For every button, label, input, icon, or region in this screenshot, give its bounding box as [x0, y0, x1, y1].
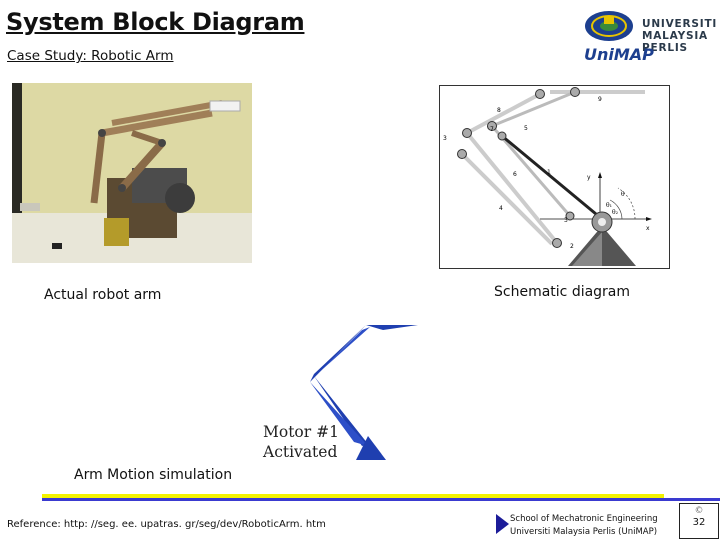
caption-robot: Actual robot arm — [44, 287, 161, 303]
caption-schematic: Schematic diagram — [494, 284, 630, 300]
school-line-2: Universiti Malaysia Perlis (UniMAP) — [510, 526, 658, 539]
schematic-label-7: 7 — [490, 126, 494, 133]
motor-label-line1: Motor #1 — [263, 422, 339, 442]
reference-link[interactable]: Reference: http: //seg. ee. upatras. gr/… — [7, 519, 326, 530]
university-logo: UNIVERSITI MALAYSIA PERLIS UniMAP — [582, 6, 716, 68]
schematic-label-4: 4 — [499, 205, 503, 212]
play-triangle-icon — [496, 514, 509, 534]
slide-title: System Block Diagram — [6, 8, 304, 36]
schematic-axis-y: y — [587, 174, 591, 181]
motor-activated-label: Motor #1 Activated — [263, 422, 339, 462]
logo-line-2: MALAYSIA — [642, 30, 708, 42]
schematic-theta2: θ₂ — [612, 209, 619, 216]
slide-subtitle: Case Study: Robotic Arm — [7, 48, 173, 64]
footer-divider-blue — [42, 498, 720, 501]
schematic-label-1: 1 — [547, 169, 551, 176]
logo-line-1: UNIVERSITI — [642, 18, 717, 30]
page-number-box: © 32 — [679, 503, 719, 539]
school-line-1: School of Mechatronic Engineering — [510, 513, 658, 526]
school-name: School of Mechatronic Engineering Univer… — [510, 513, 658, 539]
schematic-axis-x: x — [646, 225, 650, 232]
logo-unimap: UniMAP — [584, 45, 654, 64]
caption-simulation: Arm Motion simulation — [74, 467, 232, 483]
schematic-label-2: 2 — [570, 243, 574, 250]
schematic-label-5: 5 — [524, 125, 528, 132]
schematic-label-8: 8 — [497, 107, 501, 114]
schematic-label-9: 9 — [598, 96, 602, 103]
copyright-icon: © — [680, 505, 718, 517]
schematic-label-6: 6 — [513, 171, 517, 178]
robot-arm-photo — [12, 83, 252, 263]
schematic-label-3b: 3 — [564, 217, 568, 224]
schematic-theta1: θ₁ — [606, 202, 612, 209]
schematic-diagram: 8 9 7 5 3 6 1 4 3 2 y x θ θ₁ θ₂ — [439, 85, 670, 269]
motor-label-line2: Activated — [263, 442, 339, 462]
page-number: 32 — [693, 517, 706, 528]
schematic-theta: θ — [621, 191, 625, 198]
schematic-label-3a: 3 — [443, 135, 447, 142]
